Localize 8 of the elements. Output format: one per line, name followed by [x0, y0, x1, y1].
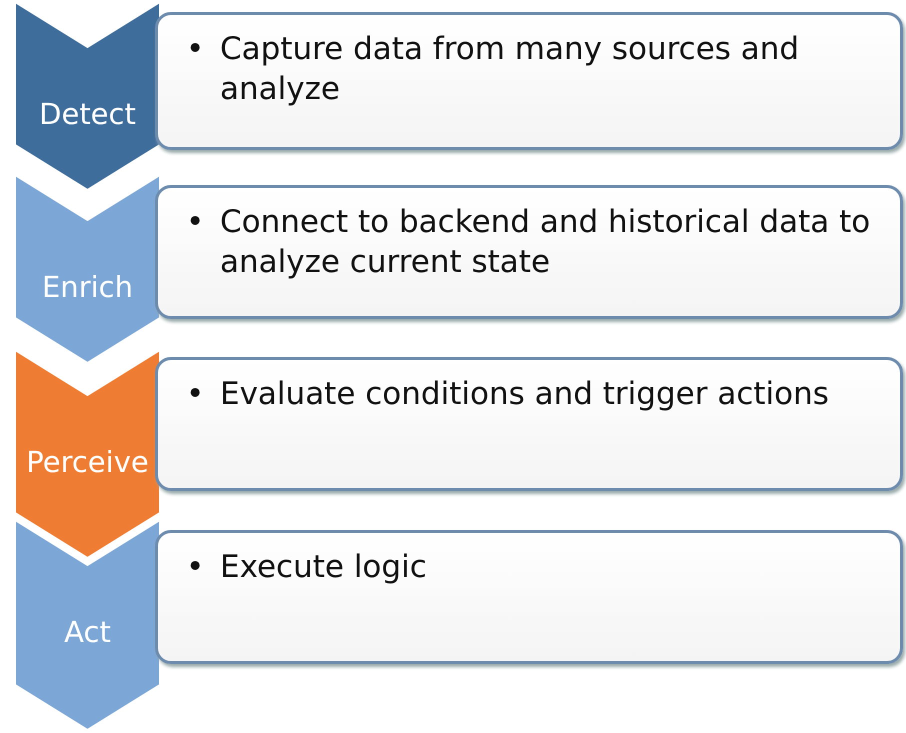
- chevron-step: Perceive: [15, 350, 160, 558]
- chevron-step: Enrich: [15, 175, 160, 363]
- step-description-box: • Execute logic: [155, 530, 903, 664]
- chevron-step: Act: [15, 520, 160, 730]
- step-description-box: • Capture data from many sources and analyze: [155, 12, 903, 150]
- chevron-step: Detect: [15, 2, 160, 190]
- step-description-box: • Evaluate conditions and trigger actions: [155, 357, 903, 491]
- step-description-box: • Connect to backend and historical data to analyze current state: [155, 185, 903, 319]
